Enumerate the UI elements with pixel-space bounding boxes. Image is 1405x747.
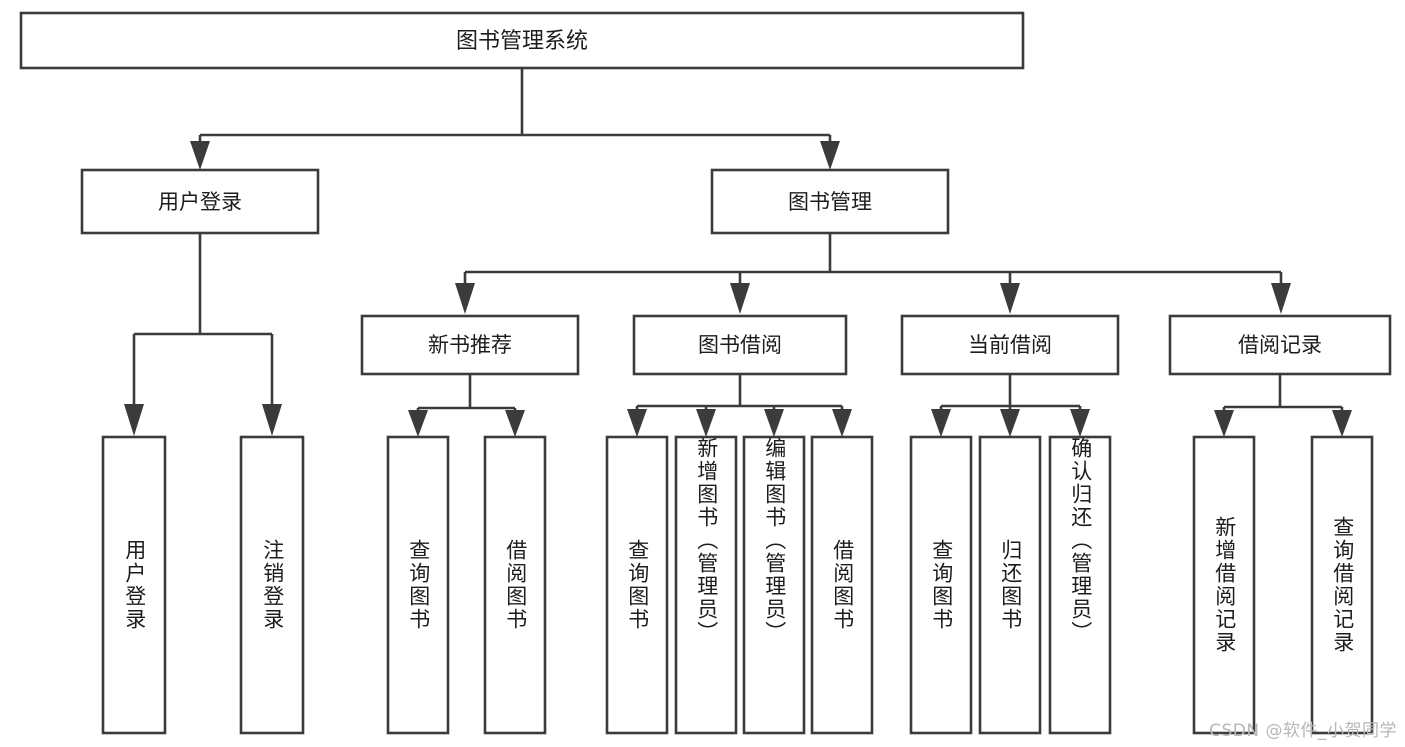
- node-current-borrow-rect: [900, 314, 1120, 376]
- node-borrow-record[interactable]: 借阅记录: [1168, 314, 1392, 376]
- leaf-rect-bb-add-book[interactable]: [674, 435, 738, 735]
- node-root[interactable]: 图书管理系统: [19, 11, 1025, 70]
- connector-group-user-login-to-leaves: [124, 233, 282, 436]
- node-user-login-label: 用户登录: [158, 190, 242, 214]
- connector-group-book-mgmt-to-level3: [455, 233, 1291, 314]
- node-book-management[interactable]: 图书管理: [710, 168, 950, 235]
- connector-group-borrow-record-to-leaves: [1214, 374, 1352, 437]
- arrow-head-new-book-recommend: [455, 283, 475, 314]
- leaf-rect-nbr-query-book[interactable]: [386, 435, 450, 735]
- connector-group-new-book-recommend-to-leaves: [408, 374, 525, 437]
- node-root-rect: [19, 11, 1025, 70]
- arrow-head-bb-add-book: [696, 409, 716, 437]
- node-user-login[interactable]: 用户登录: [80, 168, 320, 235]
- node-book-borrow-label: 图书借阅: [698, 333, 782, 357]
- arrow-head-nbr-borrow-book: [505, 410, 525, 437]
- arrow-head-bb-edit-book: [764, 409, 784, 437]
- leaf-rect-cb-query-book[interactable]: [909, 435, 973, 735]
- node-current-borrow-label: 当前借阅: [968, 333, 1052, 357]
- leaf-rect-bb-query-book[interactable]: [605, 435, 669, 735]
- arrow-head-cb-confirm-return: [1070, 409, 1090, 437]
- leaf-rect-cb-confirm-return[interactable]: [1048, 435, 1112, 735]
- node-book-management-label: 图书管理: [788, 190, 872, 214]
- node-root-label: 图书管理系统: [456, 29, 588, 54]
- node-new-book-recommend-rect: [360, 314, 580, 376]
- arrow-head-nbr-query-book: [408, 410, 428, 437]
- arrow-head-br-add-record: [1214, 410, 1234, 437]
- connector-group-root-to-level2: [190, 68, 840, 170]
- node-book-borrow-rect: [632, 314, 848, 376]
- leaf-rect-br-query-record[interactable]: [1310, 435, 1374, 735]
- arrow-head-book-borrow: [730, 283, 750, 314]
- arrow-head-cb-return-book: [1000, 409, 1020, 437]
- arrow-head-cb-query-book: [931, 409, 951, 437]
- node-book-borrow[interactable]: 图书借阅: [632, 314, 848, 376]
- arrow-head-book-mgmt: [820, 141, 840, 170]
- watermark-text: CSDN @软件_小贺同学: [1209, 721, 1397, 741]
- arrow-head-bb-borrow-book: [832, 409, 852, 437]
- arrow-head-leaf-user-login: [124, 404, 144, 436]
- arrow-head-bb-query-book: [627, 409, 647, 437]
- arrow-head-br-query-record: [1332, 410, 1352, 437]
- node-book-management-rect: [710, 168, 950, 235]
- leaf-rect-nbr-borrow-book[interactable]: [483, 435, 547, 735]
- leaf-rect-br-add-record[interactable]: [1192, 435, 1256, 735]
- connector-group-current-borrow-to-leaves: [931, 374, 1090, 437]
- leaf-rect-bb-borrow-book[interactable]: [810, 435, 874, 735]
- node-borrow-record-rect: [1168, 314, 1392, 376]
- connector-group-book-borrow-to-leaves: [627, 374, 852, 437]
- node-current-borrow[interactable]: 当前借阅: [900, 314, 1120, 376]
- node-new-book-recommend[interactable]: 新书推荐: [360, 314, 580, 376]
- leaf-rect-user-login[interactable]: [101, 435, 167, 735]
- leaf-rect-cb-return-book[interactable]: [978, 435, 1042, 735]
- node-borrow-record-label: 借阅记录: [1238, 333, 1322, 357]
- arrow-head-current-borrow: [1000, 283, 1020, 314]
- arrow-head-borrow-record: [1271, 283, 1291, 314]
- arrow-head-leaf-logout: [262, 404, 282, 436]
- arrow-head-user-login: [190, 141, 210, 170]
- leaf-rect-bb-edit-book[interactable]: [742, 435, 806, 735]
- node-new-book-recommend-label: 新书推荐: [428, 333, 512, 357]
- leaf-rect-logout[interactable]: [239, 435, 305, 735]
